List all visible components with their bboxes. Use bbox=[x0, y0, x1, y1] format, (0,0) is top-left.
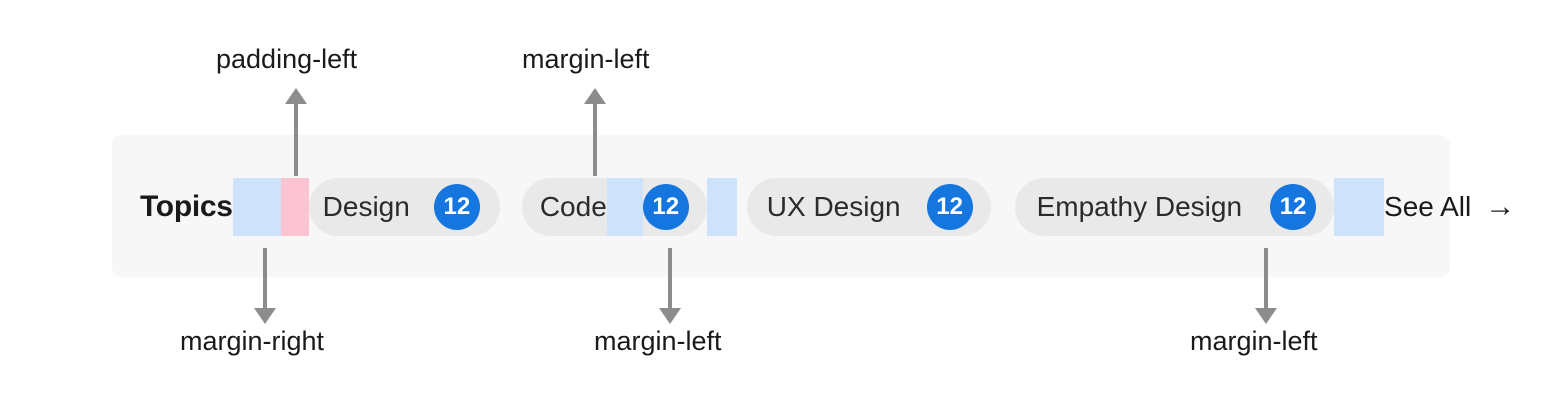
annotation-label-padding-left: padding-left bbox=[216, 44, 358, 74]
topic-chip-code[interactable]: Code 12 bbox=[521, 178, 707, 236]
topic-chip-count-badge: 12 bbox=[926, 184, 973, 230]
see-all-label: See All bbox=[1384, 191, 1472, 222]
see-all-link[interactable]: See All → bbox=[1384, 178, 1515, 236]
annotation-label-margin-left-bottom-1: margin-left bbox=[594, 326, 722, 356]
topic-chip-count-badge: 12 bbox=[433, 184, 480, 230]
spacing-block-margin-left-see-all bbox=[1334, 178, 1385, 236]
spacing-block-margin-right-design bbox=[280, 178, 309, 236]
topic-chip-label: UX Design bbox=[766, 191, 901, 222]
topic-chip-label: Empathy Design bbox=[1036, 191, 1243, 222]
spacing-block-padding-left-design bbox=[232, 178, 281, 236]
annotation-arrow-margin-left-bottom-1 bbox=[659, 248, 681, 324]
arrow-right-icon: → bbox=[1485, 190, 1516, 223]
topics-label: Topics bbox=[140, 190, 233, 223]
annotation-arrow-margin-left-bottom-2 bbox=[1255, 248, 1277, 324]
annotation-label-margin-left-top: margin-left bbox=[522, 44, 650, 74]
spacing-block-margin-left-ux-design bbox=[706, 178, 737, 236]
topic-chip-count-badge: 12 bbox=[642, 184, 689, 230]
annotation-arrow-margin-right bbox=[254, 248, 276, 324]
topic-chip-ux-design[interactable]: UX Design 12 bbox=[746, 178, 991, 236]
topic-chip-count-badge: 12 bbox=[1270, 184, 1317, 230]
annotation-arrow-margin-left-top bbox=[584, 88, 606, 176]
topic-chip-design[interactable]: Design 12 bbox=[308, 178, 500, 236]
topic-chip-empathy-design[interactable]: Empathy Design 12 bbox=[1014, 178, 1335, 236]
topics-row: Topics Design 12 Code 12 UX Design 12 Em… bbox=[140, 178, 1515, 236]
topic-chip-label: Code bbox=[539, 191, 607, 222]
annotation-arrow-padding-left bbox=[285, 88, 307, 176]
annotation-label-margin-right: margin-right bbox=[180, 326, 325, 356]
spacing-block-margin-left-code bbox=[606, 178, 643, 236]
annotation-label-margin-left-bottom-2: margin-left bbox=[1190, 326, 1318, 356]
topic-chip-label: Design bbox=[322, 191, 410, 222]
